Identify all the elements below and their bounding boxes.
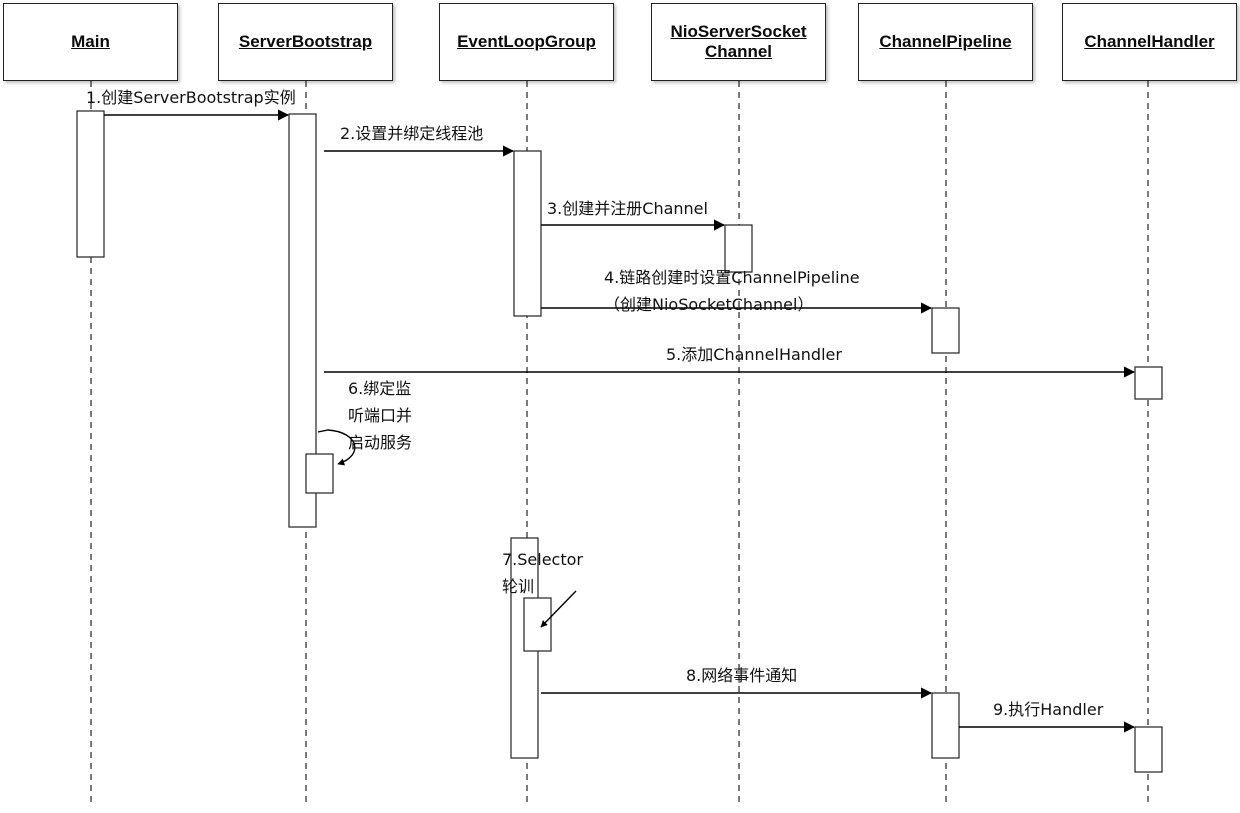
participant-pipeline: ChannelPipeline — [858, 3, 1033, 81]
participant-elg: EventLoopGroup — [439, 3, 614, 81]
message-label-3: 3.创建并注册Channel — [547, 199, 708, 218]
message-arrow-7 — [540, 590, 577, 628]
activation-bootstrap-self — [305, 453, 334, 494]
participant-main: Main — [3, 3, 178, 81]
activation-nssc — [724, 224, 753, 273]
participant-nssc-label: NioServerSocket Channel — [670, 22, 807, 61]
message-label-2: 2.设置并绑定线程池 — [340, 124, 484, 143]
message-label-7: 7.Selector 轮训 — [502, 550, 583, 596]
participant-elg-label: EventLoopGroup — [457, 32, 596, 51]
activation-main — [76, 110, 105, 258]
message-label-1: 1.创建ServerBootstrap实例 — [86, 88, 296, 107]
activation-elg-1 — [513, 150, 542, 317]
participant-main-label: Main — [71, 32, 110, 51]
message-arrow-6 — [317, 429, 356, 466]
message-label-9: 9.执行Handler — [993, 700, 1104, 719]
participant-bootstrap-label: ServerBootstrap — [238, 32, 373, 51]
message-label-6: 6.绑定监 听端口并 启动服务 — [348, 379, 413, 452]
message-label-5: 5.添加ChannelHandler — [666, 345, 842, 364]
participant-pipeline-label: ChannelPipeline — [879, 32, 1012, 51]
activation-pipeline-1 — [931, 307, 960, 354]
participant-handler-label: ChannelHandler — [1084, 32, 1215, 51]
participant-nssc: NioServerSocket Channel — [651, 3, 826, 81]
participant-bootstrap: ServerBootstrap — [218, 3, 393, 81]
activation-handler-1 — [1134, 366, 1163, 400]
activation-pipeline-2 — [931, 692, 960, 759]
activation-handler-2 — [1134, 726, 1163, 773]
message-label-4: 4.链路创建时设置ChannelPipeline （创建NioSocketCha… — [604, 268, 860, 314]
message-label-8: 8.网络事件通知 — [686, 666, 798, 685]
participant-handler: ChannelHandler — [1062, 3, 1237, 81]
activation-elg-self — [523, 597, 552, 652]
